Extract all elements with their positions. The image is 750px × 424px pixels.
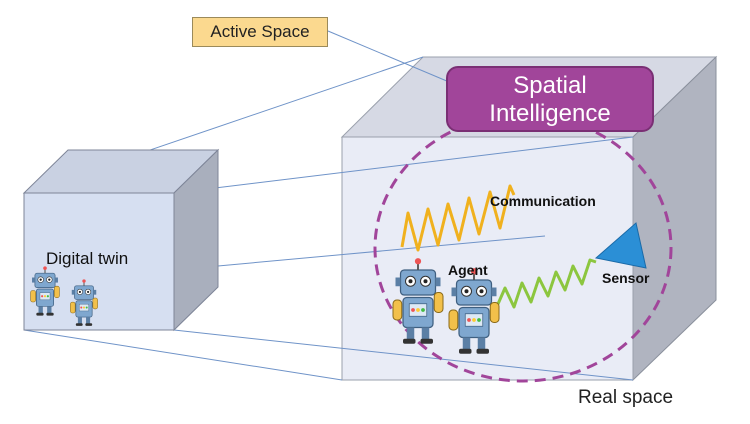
agent-label: Agent [448, 262, 488, 278]
real-cube-front [341, 136, 634, 381]
sensor-icon [594, 222, 647, 269]
spatial-intelligence-line1: Spatial [513, 72, 587, 99]
spatial-intelligence-circle [373, 113, 673, 383]
spatial-intelligence-box: Spatial Intelligence [446, 66, 654, 132]
communication-wave [400, 184, 516, 252]
spatial-intelligence-line2: Intelligence [489, 100, 611, 127]
sensor-label: Sensor [602, 270, 650, 286]
real-space-label: Real space [578, 387, 674, 408]
communication-label: Communication [490, 193, 596, 209]
digital-twin-label: Digital twin [46, 249, 129, 268]
sensor-wave [496, 258, 597, 309]
active-space-label: Active Space [192, 17, 328, 47]
digital-twin-cube [22, 148, 220, 332]
projection-lines [23, 30, 634, 381]
